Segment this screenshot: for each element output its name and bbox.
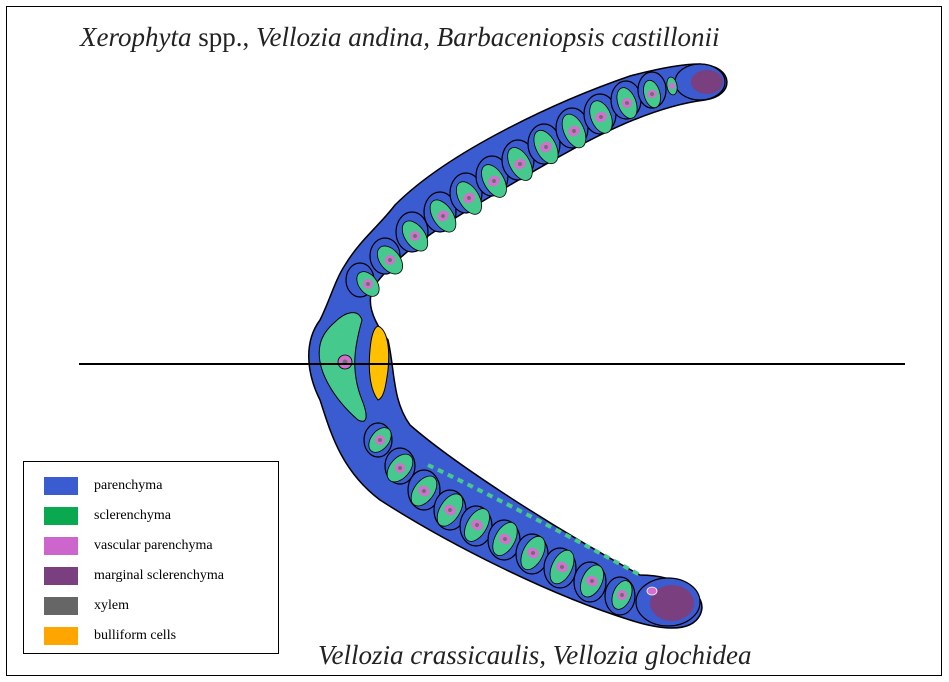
- legend-item-vascular-parenchyma: vascular parenchyma: [44, 535, 213, 557]
- legend-label: parenchyma: [94, 478, 162, 494]
- legend-swatch: [44, 627, 78, 645]
- legend-item-xylem: xylem: [44, 595, 129, 617]
- legend-item-parenchyma: parenchyma: [44, 475, 162, 497]
- legend-item-bulliform-cells: bulliform cells: [44, 625, 176, 647]
- legend: parenchyma sclerenchyma vascular parench…: [23, 461, 279, 654]
- legend-item-sclerenchyma: sclerenchyma: [44, 505, 171, 527]
- legend-label: bulliform cells: [94, 628, 176, 644]
- legend-item-marginal-sclerenchyma: marginal sclerenchyma: [44, 565, 224, 587]
- legend-label: vascular parenchyma: [94, 538, 213, 554]
- bottom-title: Vellozia crassicaulis, Vellozia glochide…: [318, 640, 751, 671]
- legend-swatch: [44, 507, 78, 525]
- legend-swatch: [44, 597, 78, 615]
- legend-label: marginal sclerenchyma: [94, 568, 224, 584]
- legend-label: sclerenchyma: [94, 508, 171, 524]
- legend-swatch: [44, 567, 78, 585]
- legend-swatch: [44, 477, 78, 495]
- top-arm-sclerenchyma-pods: [352, 76, 678, 300]
- legend-label: xylem: [94, 598, 129, 614]
- legend-swatch: [44, 537, 78, 555]
- top-marginal-sclerenchyma: [691, 70, 723, 94]
